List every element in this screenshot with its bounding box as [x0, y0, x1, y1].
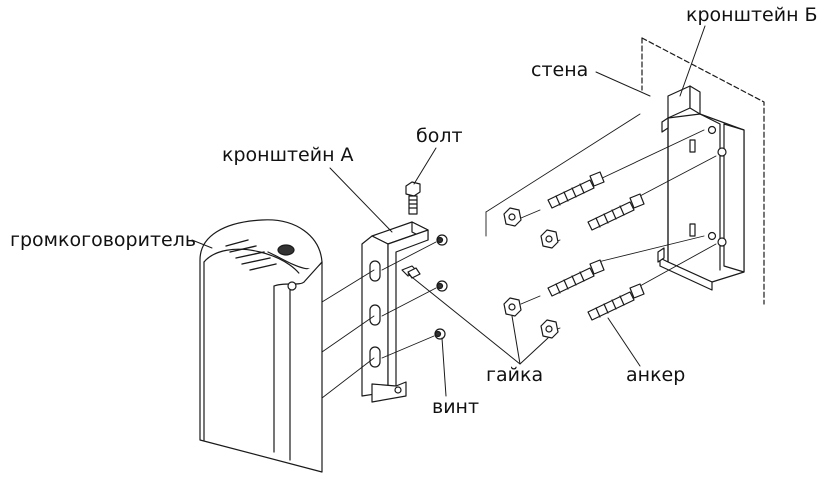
label-screw: винт	[432, 396, 480, 418]
label-bracket-b: кронштейн Б	[686, 4, 818, 26]
anchors	[547, 171, 645, 321]
leader-lines	[191, 25, 706, 397]
label-wall: стена	[531, 59, 589, 81]
label-bolt: болт	[416, 125, 463, 147]
wall-panel	[641, 37, 765, 305]
label-nut: гайка	[486, 364, 544, 386]
bracket-b	[657, 85, 745, 291]
screws	[407, 234, 448, 340]
label-bracket-a: кронштейн А	[222, 144, 354, 166]
projection-lines	[321, 241, 437, 399]
nuts	[503, 207, 559, 339]
speaker-body	[199, 219, 323, 473]
bracket-a	[361, 221, 429, 403]
bolt	[405, 181, 421, 215]
label-speaker: громкоговоритель	[10, 229, 197, 251]
label-anchor: анкер	[626, 364, 686, 386]
